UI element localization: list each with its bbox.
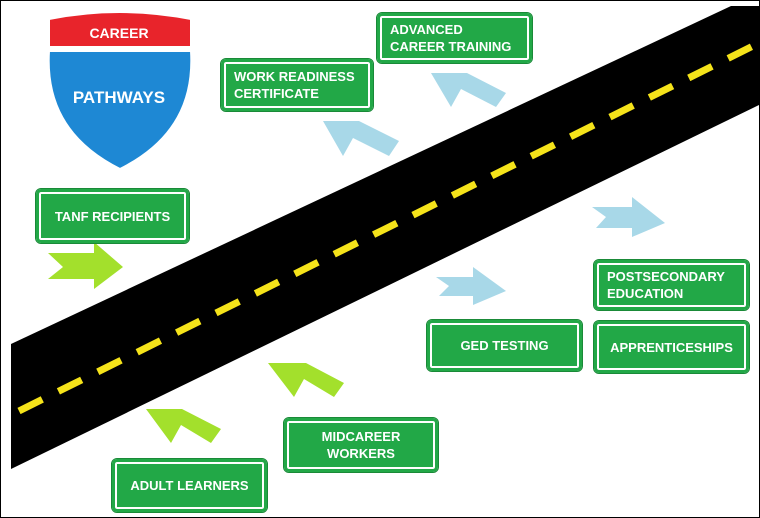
exit-arrow-advanced-training [431, 73, 506, 107]
sign-ged-testing: GED TESTING [426, 319, 583, 372]
sign-tanf-recipients: TANF RECIPIENTS [35, 188, 190, 244]
sign-postsecondary-education: POSTSECONDARY EDUCATION [593, 259, 750, 311]
highway-road [11, 6, 759, 469]
sign-work-readiness-certificate: WORK READINESS CERTIFICATE [220, 58, 374, 112]
shield-bottom-label: PATHWAYS [72, 88, 166, 107]
sign-adult-learners: ADULT LEARNERS [111, 458, 268, 513]
entry-arrow-midcareer [268, 363, 344, 397]
entry-arrow-tanf [48, 242, 123, 289]
sign-advanced-career-training: ADVANCED CAREER TRAINING [376, 12, 533, 64]
exit-arrow-postsecondary [592, 197, 665, 237]
career-pathways-shield-icon [47, 11, 193, 171]
lane-marking [17, 39, 759, 415]
exit-arrow-ged [436, 267, 506, 305]
sign-midcareer-workers: MIDCAREER WORKERS [283, 417, 439, 473]
exit-arrow-work-readiness [323, 121, 399, 156]
entry-arrow-adult-learners [146, 409, 221, 443]
shield-top-label: CAREER [89, 25, 149, 41]
sign-apprenticeships: APPRENTICESHIPS [593, 320, 750, 374]
